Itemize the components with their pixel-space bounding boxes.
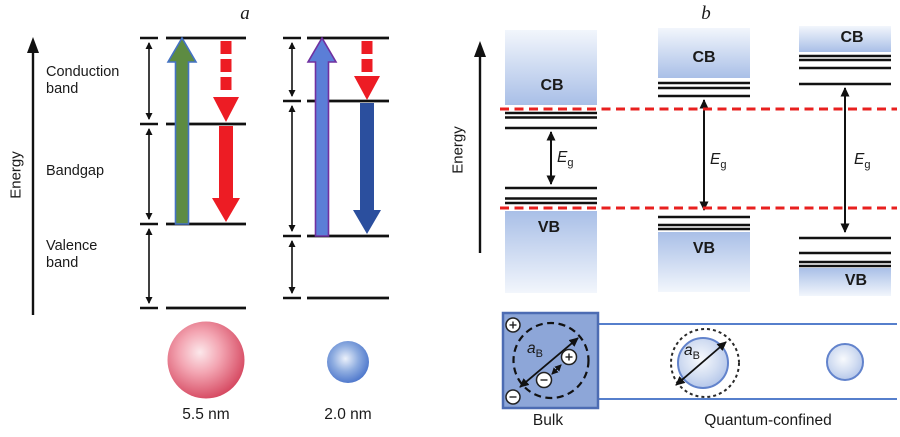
quantum-dot-sphere-red	[167, 321, 245, 399]
excitation-arrow-blue	[306, 36, 338, 237]
relaxation-arrow-red-dashed-2	[354, 41, 380, 100]
vb-block	[799, 268, 891, 296]
negative-charge-icon	[505, 389, 521, 405]
bohr-radius-label-bulk: aB	[527, 340, 543, 361]
panel-a-energy-axis-label: Energy	[7, 151, 25, 199]
cb-block	[799, 26, 891, 52]
cb-block	[505, 30, 597, 105]
panel-b-column-confined-1	[658, 28, 750, 292]
cb-block	[658, 28, 750, 78]
excitation-arrow-green	[166, 36, 198, 225]
emission-arrow-red	[212, 126, 240, 222]
valence-band-label: Valence band	[46, 238, 98, 271]
vb-label-mid: VB	[692, 240, 716, 257]
negative-charge-icon	[535, 371, 553, 389]
vb-label-bulk: VB	[537, 219, 561, 236]
vb-label-small: VB	[844, 272, 868, 289]
bohr-radius-arrow	[519, 337, 579, 388]
vb-block	[658, 232, 750, 292]
exciton-bohr-radius-circle	[670, 328, 740, 398]
panel-a-label: a	[240, 3, 250, 24]
quantum-confined-label: Quantum-confined	[704, 412, 832, 429]
panel-a-energy-axis	[27, 37, 39, 315]
real-space-illustration	[501, 311, 897, 410]
eg-label-small: Eg	[854, 151, 871, 172]
emission-arrow-dark-blue	[353, 103, 381, 234]
panel-b-energy-axis	[474, 41, 486, 253]
discrete-levels	[658, 81, 750, 231]
bulk-label: Bulk	[532, 412, 564, 429]
eg-label-mid: Eg	[710, 151, 727, 172]
discrete-levels	[799, 54, 891, 268]
quantum-dot-sphere-blue	[327, 341, 369, 383]
vb-block	[505, 211, 597, 293]
axis-arrowhead-icon	[474, 41, 486, 57]
dot-size-label-2nm: 2.0 nm	[324, 406, 372, 423]
dot-size-label-5nm: 5.5 nm	[182, 406, 230, 423]
smaller-dot-sphere	[826, 343, 864, 381]
conduction-band-label: Conduction band	[46, 64, 120, 97]
cb-label-bulk: CB	[540, 77, 564, 94]
panel-b-label: b	[701, 3, 711, 24]
exciton-bohr-radius-circle	[512, 321, 590, 400]
eg-label-bulk: Eg	[557, 149, 574, 170]
cb-label-small: CB	[840, 29, 864, 46]
bohr-radius-label-confined: aB	[684, 342, 700, 363]
discrete-levels	[505, 111, 597, 205]
bohr-radius-arrow	[675, 341, 727, 386]
positive-charge-icon	[560, 348, 578, 366]
panel-b-column-bulk	[505, 30, 597, 293]
electron-hole-arrow	[551, 364, 562, 375]
bandgap-label: Bandgap	[46, 163, 105, 179]
relaxation-arrow-red-dashed-1	[213, 41, 239, 122]
panel-b-column-confined-2	[799, 26, 891, 296]
panel-b-energy-axis-label: Energy	[449, 126, 467, 174]
axis-arrowhead-icon	[27, 37, 39, 53]
positive-charge-icon	[505, 317, 521, 333]
cb-label-mid: CB	[692, 49, 716, 66]
